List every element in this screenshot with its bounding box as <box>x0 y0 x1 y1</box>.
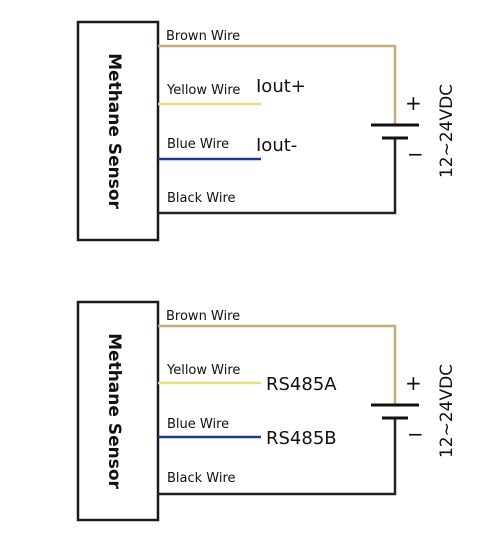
yellow-wire-label: Yellow Wire <box>166 363 240 378</box>
plus-sign: + <box>405 91 422 115</box>
black-wire <box>158 138 397 215</box>
brown-wire-label: Brown Wire <box>166 309 240 324</box>
signal-label-1: RS485A <box>266 374 337 395</box>
blue-wire-label: Blue Wire <box>167 137 229 152</box>
brown-wire-label: Brown Wire <box>166 29 240 44</box>
plus-sign: + <box>405 371 422 395</box>
voltage-label: 12~24VDC <box>437 364 457 458</box>
brown-wire <box>158 324 397 405</box>
minus-sign: − <box>407 142 424 166</box>
black-wire <box>158 418 397 496</box>
black-wire-label: Black Wire <box>167 471 236 486</box>
sensor-box <box>76 300 160 522</box>
signal-label-2: Iout- <box>256 135 297 156</box>
voltage-label: 12~24VDC <box>437 84 457 178</box>
rs485-wiring-diagram: Methane Sensor Brown Wire Yellow Wire Bl… <box>76 300 457 522</box>
black-wire-label: Black Wire <box>167 191 236 206</box>
signal-label-2: RS485B <box>266 428 337 449</box>
yellow-wire-label: Yellow Wire <box>166 83 240 98</box>
sensor-label: Methane Sensor <box>104 333 124 489</box>
minus-sign: − <box>407 422 424 446</box>
brown-wire <box>158 44 397 125</box>
signal-label-1: Iout+ <box>256 76 306 97</box>
blue-wire-label: Blue Wire <box>167 417 229 432</box>
sensor-label: Methane Sensor <box>104 53 124 209</box>
sensor-box <box>76 20 160 242</box>
analog-wiring-diagram: Methane Sensor Brown Wire Yellow Wire Bl… <box>76 20 457 242</box>
